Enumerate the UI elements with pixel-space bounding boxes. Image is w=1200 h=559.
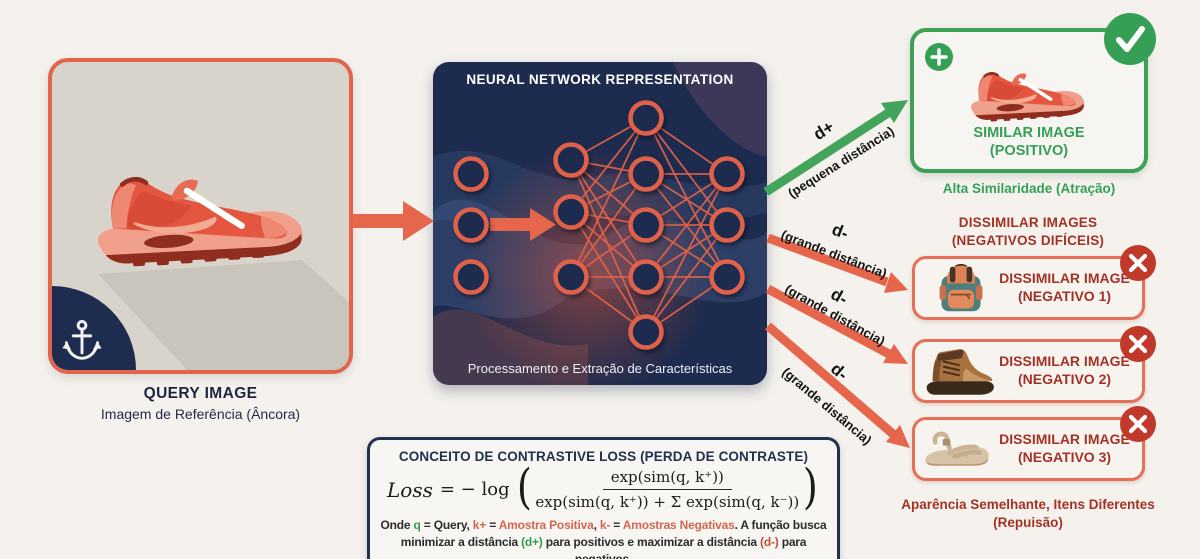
positive-arrow-label: d+ [810, 117, 838, 145]
close-paren: ) [803, 459, 819, 516]
contrastive-loss-panel: CONCEITO DE CONTRASTIVE LOSS (PERDA DE C… [367, 437, 840, 559]
formula-note: Onde q = Query, k+ = Amostra Positiva, k… [370, 517, 837, 559]
formula-lhs-operator: = − log [439, 479, 510, 500]
similar-image-card: SIMILAR IMAGE (POSITIVO) [910, 28, 1148, 173]
loss-formula: Loss = − log ( exp(sim(q, k⁺)) exp(sim(q… [370, 459, 837, 516]
dissimilar-label-1: DISSIMILAR IMAGE (NEGATIVO 1) [999, 270, 1130, 304]
negative-arrow-sublabel-3: (grande distância) [779, 364, 875, 448]
backpack-icon [937, 261, 985, 315]
anchor-corner [52, 286, 136, 370]
query-image-illustration [52, 62, 349, 370]
dissimilar-card-3: DISSIMILAR IMAGE (NEGATIVO 3) [912, 417, 1145, 481]
shoe-shadow [98, 260, 349, 370]
plus-icon [925, 43, 953, 71]
hiking-boot-icon [921, 343, 997, 399]
negative-arrow-label-1: d- [829, 219, 852, 244]
neural-network-panel: NEURAL NETWORK REPRESENTATION Processame… [433, 62, 767, 385]
formula-fraction: exp(sim(q, k⁺)) exp(sim(q, k⁺)) + Σ exp(… [535, 468, 799, 511]
dissimilar-label-3: DISSIMILAR IMAGE (NEGATIVO 3) [999, 431, 1130, 465]
negative-arrow-label-3: d- [827, 359, 852, 385]
formula-note-line-2: minimizar a distância (d+) para positivo… [400, 534, 810, 559]
formula-lhs-variable: Loss [387, 477, 433, 502]
negatives-caption: Aparência Semelhante, Itens Diferentes (… [901, 497, 1155, 530]
query-title: QUERY IMAGE [143, 385, 258, 402]
x-icon [1120, 326, 1156, 362]
similar-image-label: SIMILAR IMAGE (POSITIVO) [973, 125, 1085, 159]
x-icon [1120, 406, 1156, 442]
positive-caption: Alta Similaridade (Atração) [942, 181, 1116, 196]
arrow-right-icon [490, 208, 556, 241]
sneaker-icon [960, 54, 1094, 130]
wave-decoration [673, 62, 767, 157]
positive-arrow-sublabel: (pequena distância) [785, 123, 897, 201]
x-icon [1120, 245, 1156, 281]
dissimilar-card-2: DISSIMILAR IMAGE (NEGATIVO 2) [912, 339, 1145, 403]
positive-distance-arrow [763, 100, 908, 196]
query-to-network-arrow [353, 201, 434, 241]
sneaker-icon [98, 178, 303, 267]
network-title: NEURAL NETWORK REPRESENTATION [466, 72, 734, 87]
check-icon [1104, 13, 1156, 65]
neural-network-graphic [433, 62, 767, 385]
dissimilar-heading: DISSIMILAR IMAGES (NEGATIVOS DIFÍCEIS) [951, 215, 1105, 248]
network-caption: Processamento e Extração de Característi… [467, 361, 733, 376]
open-paren: ( [516, 459, 532, 516]
network-nodes [453, 100, 745, 350]
sandal-icon [921, 428, 993, 470]
query-subtitle: Imagem de Referência (Âncora) [100, 406, 301, 422]
formula-title: CONCEITO DE CONTRASTIVE LOSS (PERDA DE C… [398, 449, 809, 464]
formula-note-line-1: Onde q = Query, k+ = Amostra Positiva, k… [380, 518, 827, 532]
negative-distance-arrow-3 [765, 322, 910, 448]
dissimilar-label-2: DISSIMILAR IMAGE (NEGATIVO 2) [999, 353, 1130, 387]
query-image-card [48, 58, 353, 374]
formula-denominator: exp(sim(q, k⁺)) + Σ exp(sim(q, k⁻)) [535, 493, 800, 511]
formula-numerator: exp(sim(q, k⁺)) [602, 468, 732, 490]
dissimilar-card-1: DISSIMILAR IMAGE (NEGATIVO 1) [912, 256, 1145, 320]
